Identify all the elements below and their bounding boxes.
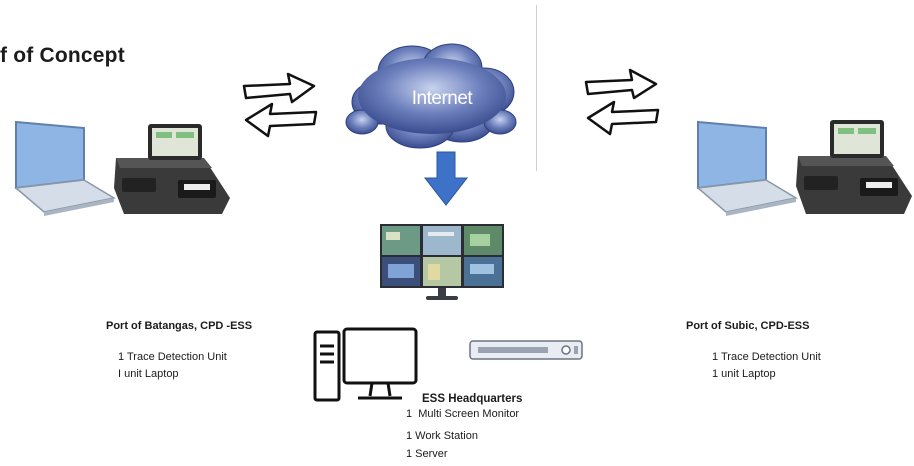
cloud-icon: Internet [345,43,517,149]
laptop-icon [14,120,117,216]
hq-item: 1 Server [406,448,448,460]
trace-detection-unit-icon [114,124,230,214]
site-item: 1 Trace Detection Unit [118,351,227,363]
site-name-hq: ESS Headquarters [422,393,523,405]
laptop-icon [696,120,799,216]
site-item: 1 unit Laptop [712,368,776,380]
site-item: I unit Laptop [118,368,179,380]
hq-item: 1 Work Station [406,430,478,442]
multi-screen-monitor-icon [380,224,504,300]
divider [536,5,537,171]
site-name-subic: Port of Subic, CPD-ESS [686,320,810,332]
site-name-batangas: Port of Batangas, CPD -ESS [106,320,253,332]
workstation-icon [313,327,418,402]
exchange-arrows-icon [242,72,318,138]
cloud-label: Internet [412,88,474,109]
server-icon [469,340,583,360]
site-item: 1 Trace Detection Unit [712,351,821,363]
hq-item: 1 Multi Screen Monitor [406,408,520,420]
exchange-arrows-icon [584,68,660,136]
trace-detection-unit-icon [796,120,912,214]
page-title: f of Concept [0,44,125,67]
down-arrow-icon [423,151,469,206]
